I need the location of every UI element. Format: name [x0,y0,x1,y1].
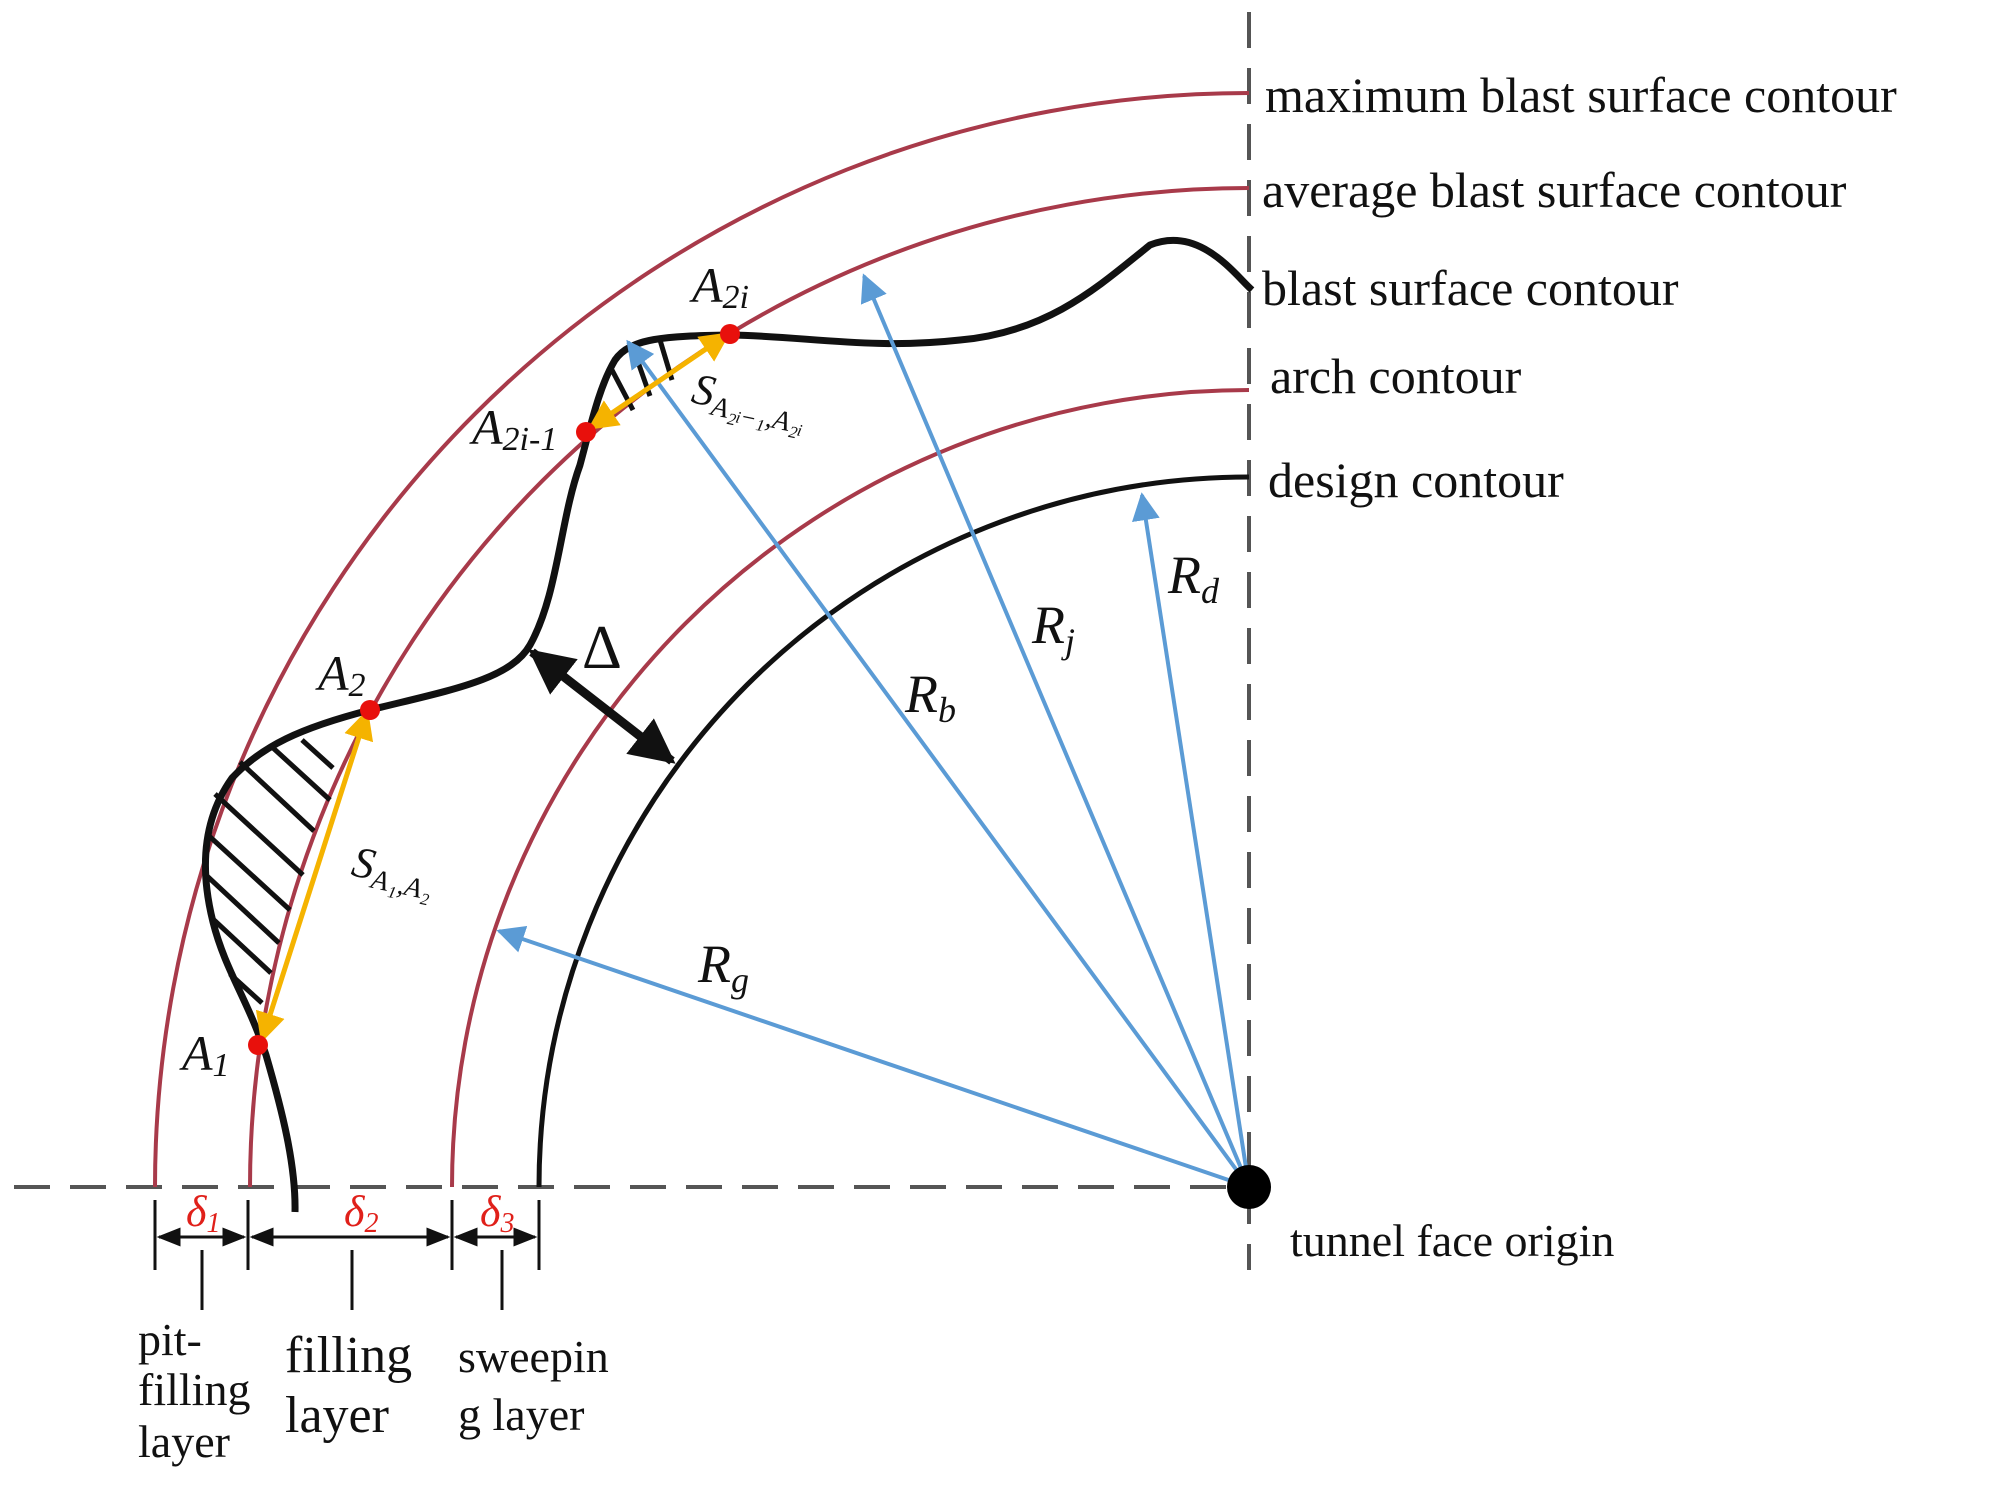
point-a2i1 [576,422,596,442]
radius-rb-label: Rb [904,664,956,730]
overbreak-symbol: Δ [582,614,622,682]
arch-contour-label: arch contour [1270,348,1522,404]
radius-rj-arrow [860,273,1251,1188]
chord-a2i1-a2i [587,331,731,431]
blast-surface-contour [201,236,1255,1213]
radius-rd-label: Rd [1167,545,1220,611]
chord-a1-a2 [255,709,374,1043]
radius-rg-label: Rg [697,934,749,1000]
point-a1-label: A1 [179,1025,230,1084]
radius-rb-arrow [626,339,1251,1189]
dimension-lines [153,1200,541,1310]
point-a2i1-label: A2i-1 [469,399,557,458]
design-contour-label: design contour [1268,452,1564,508]
origin-label: tunnel face origin [1290,1215,1614,1266]
radius-rg-arrow [496,925,1250,1189]
origin-dot [1227,1165,1271,1209]
radius-rd-arrow [1132,492,1251,1188]
design-contour [536,474,1250,1188]
maximum-blast-contour [153,91,1250,1188]
filling-layer-label: filling layer [285,1327,425,1444]
point-a1 [248,1035,268,1055]
overbreak-arrow [528,648,676,765]
chord-s1-label: SA₁,A₂ [347,837,439,907]
blast-contour-label: blast surface contour [1262,260,1679,316]
delta-2-label: δ2 [344,1187,378,1239]
point-a2-label: A2 [315,645,366,704]
average-contour-label: average blast surface contour [1262,162,1847,218]
arch-contour [450,388,1250,1188]
radius-rj-label: Rj [1031,595,1075,661]
point-a2i-label: A2i [689,257,749,316]
delta-1-label: δ1 [186,1187,220,1239]
point-a2 [360,700,380,720]
sweeping-layer-label: sweepin g layer [458,1331,620,1440]
point-a2i [720,324,740,344]
delta-3-label: δ3 [480,1187,514,1239]
chord-s2-label: SA₂ᵢ₋₁,A₂ᵢ [687,364,812,441]
maximum-contour-label: maximum blast surface contour [1265,67,1897,123]
pit-filling-layer-label: pit- filling layer [138,1314,262,1467]
